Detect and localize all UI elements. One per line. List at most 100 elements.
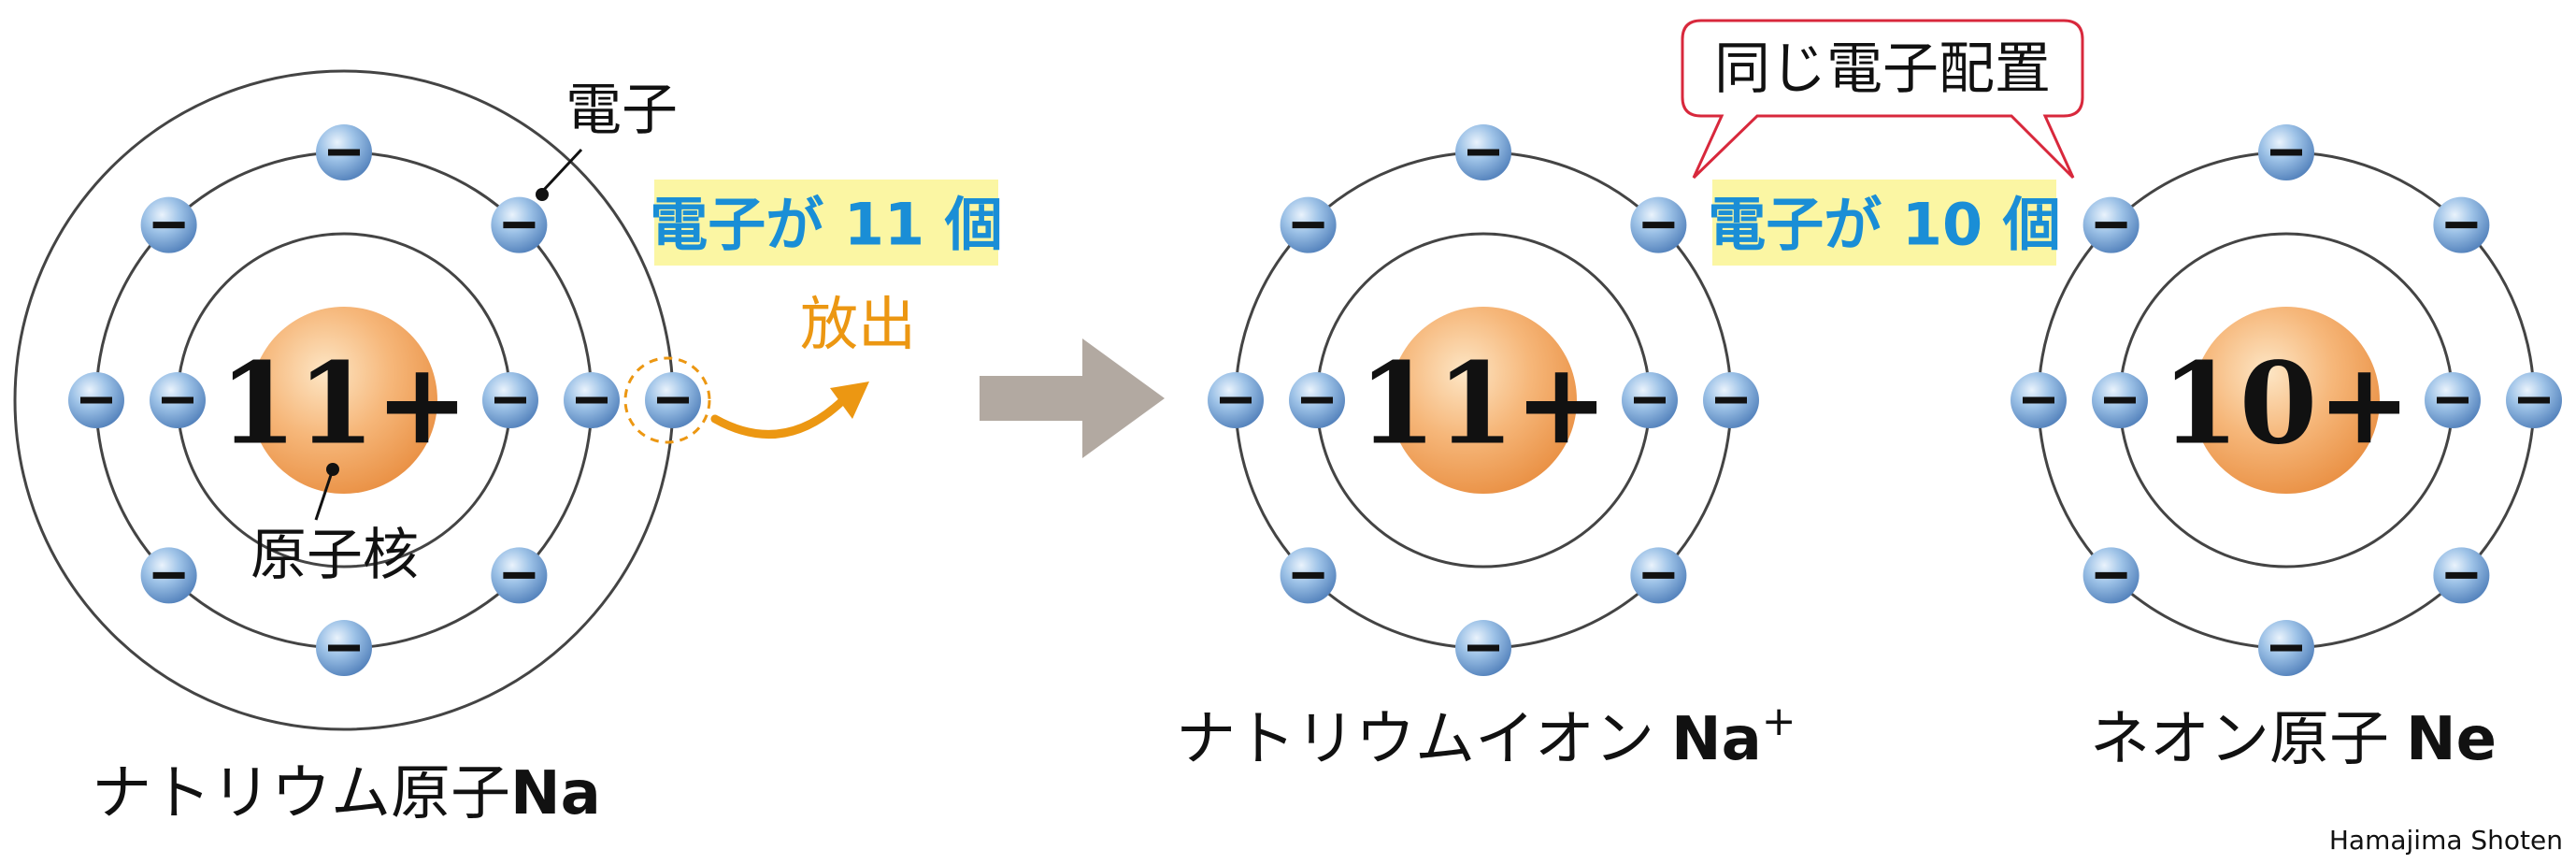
- minus-sign: [2095, 571, 2127, 579]
- electron: [1280, 547, 1337, 604]
- neon-atom-electrons: [2011, 124, 2562, 676]
- minus-sign: [152, 222, 185, 229]
- electron: [1455, 620, 1511, 676]
- neon-atom: 10+: [2011, 124, 2562, 676]
- electron: [1703, 372, 1759, 428]
- emission-arrow: [710, 393, 851, 439]
- minus-sign: [2518, 396, 2550, 404]
- electron: [316, 124, 372, 180]
- electron: [140, 547, 197, 604]
- electron: [491, 196, 548, 253]
- electron: [2011, 372, 2067, 428]
- electron: [2433, 196, 2490, 253]
- electron: [2092, 372, 2148, 428]
- na-electron-count-label: 電子が 11 個: [650, 191, 1002, 259]
- electron: [1455, 124, 1511, 180]
- ne-electron-count-highlight: [1712, 180, 2056, 266]
- minus-sign: [494, 396, 526, 404]
- emitted-electron-highlight: [623, 356, 711, 444]
- emission-label: 放出: [800, 290, 916, 358]
- minus-sign: [503, 222, 536, 229]
- electron: [2082, 196, 2140, 253]
- minus-sign: [1467, 149, 1499, 156]
- sodium-ion-nucleus-charge: 11+: [1358, 338, 1609, 470]
- minus-sign: [328, 644, 360, 652]
- sodium-atom-caption-symbol: Na: [510, 759, 601, 828]
- minus-sign: [80, 396, 112, 404]
- electron: [564, 372, 620, 428]
- sodium-ion: 11+: [1208, 124, 1759, 676]
- minus-sign: [576, 396, 608, 404]
- electron: [1630, 196, 1687, 253]
- minus-sign: [2270, 149, 2302, 156]
- minus-sign: [1467, 644, 1499, 652]
- same-config-callout: [1681, 19, 2084, 180]
- sodium-atom: 11+: [13, 69, 711, 731]
- minus-sign: [1634, 396, 1666, 404]
- electron: [1208, 372, 1264, 428]
- minus-sign: [657, 396, 689, 404]
- publisher-watermark: Hamajima Shoten: [2329, 825, 2563, 856]
- sodium-atom-nucleus-charge: 11+: [219, 338, 469, 470]
- ne-electron-count-label: 電子が 10 個: [1708, 191, 2060, 259]
- electron: [491, 547, 548, 604]
- electron: [1280, 196, 1337, 253]
- transition-arrow: [980, 338, 1165, 458]
- minus-sign: [2104, 396, 2136, 404]
- sodium-ion-nucleus: 11+: [1358, 307, 1609, 494]
- neon-atom-caption-name: ネオン原子: [2090, 705, 2389, 774]
- electron: [2425, 372, 2481, 428]
- minus-sign: [1220, 396, 1252, 404]
- minus-sign: [1292, 222, 1324, 229]
- minus-sign: [2445, 571, 2478, 579]
- electron: [150, 372, 206, 428]
- electron: [2258, 124, 2314, 180]
- nucleus-label: 原子核: [250, 523, 419, 588]
- minus-sign: [152, 571, 185, 579]
- electron: [140, 196, 197, 253]
- electron: [2506, 372, 2562, 428]
- na-electron-count-highlight: [654, 180, 998, 266]
- electron-pointer-dot: [536, 188, 549, 201]
- neon-atom-nucleus: 10+: [2161, 307, 2411, 494]
- sodium-ion-caption-charge: +: [1762, 698, 1796, 745]
- minus-sign: [1301, 396, 1333, 404]
- electron: [2082, 547, 2140, 604]
- minus-sign: [503, 571, 536, 579]
- sodium-ion-caption-symbol: Na: [1671, 705, 1762, 774]
- electron: [645, 372, 701, 428]
- electron: [2433, 547, 2490, 604]
- minus-sign: [1292, 571, 1324, 579]
- minus-sign: [328, 149, 360, 156]
- minus-sign: [2445, 222, 2478, 229]
- electron: [1622, 372, 1678, 428]
- minus-sign: [2023, 396, 2054, 404]
- electron: [482, 372, 538, 428]
- same-config-label: 同じ電子配置: [1714, 36, 2051, 102]
- electron: [68, 372, 124, 428]
- nucleus-pointer-line: [314, 468, 335, 521]
- sodium-atom-electrons: [68, 124, 701, 676]
- electron-pointer-line: [540, 148, 583, 194]
- minus-sign: [2437, 396, 2469, 404]
- electron: [1630, 547, 1687, 604]
- electron: [2258, 620, 2314, 676]
- emission-arrow-head: [830, 382, 869, 419]
- minus-sign: [1642, 571, 1675, 579]
- neon-atom-nucleus-charge: 10+: [2161, 338, 2411, 470]
- neon-atom-caption-symbol: Ne: [2406, 705, 2497, 774]
- sodium-ion-caption-name: ナトリウムイオン: [1176, 705, 1654, 774]
- minus-sign: [2095, 222, 2127, 229]
- sodium-ion-electrons: [1208, 124, 1759, 676]
- minus-sign: [1642, 222, 1675, 229]
- minus-sign: [162, 396, 193, 404]
- sodium-atom-nucleus: 11+: [219, 307, 469, 494]
- sodium-atom-caption: ナトリウム原子Na: [92, 759, 601, 828]
- electron: [316, 620, 372, 676]
- sodium-atom-caption-name: ナトリウム原子: [92, 759, 510, 828]
- electron: [1289, 372, 1345, 428]
- electron-label: 電子: [565, 78, 678, 143]
